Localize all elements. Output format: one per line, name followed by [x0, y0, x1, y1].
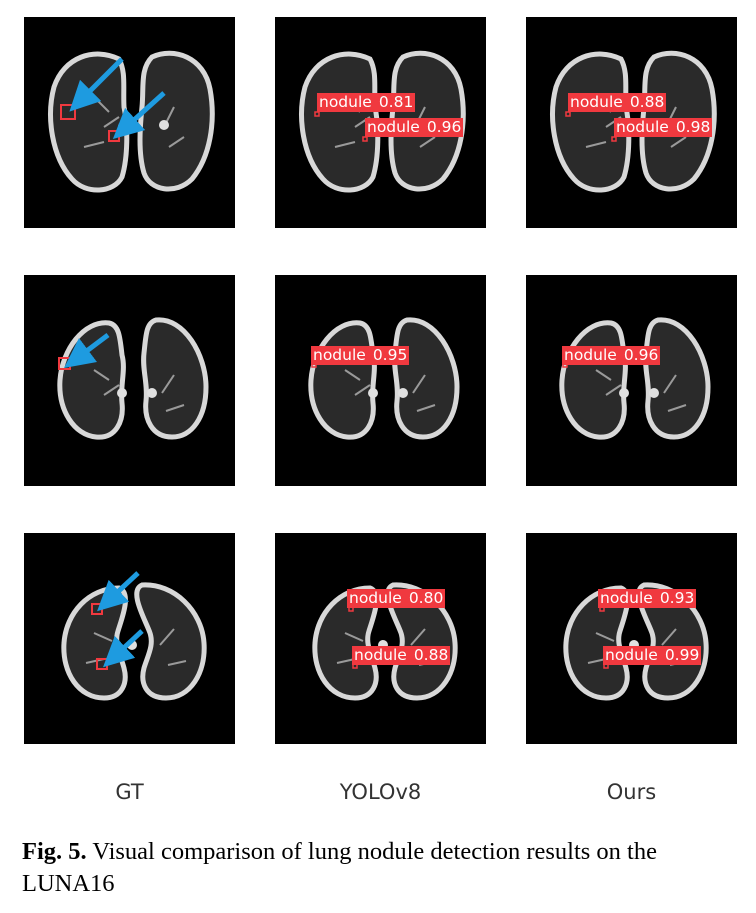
ct-scan-image: [275, 275, 486, 486]
detection-box: [611, 136, 617, 142]
figure-caption: Fig. 5. Visual comparison of lung nodule…: [22, 836, 742, 900]
column-label-gt: GT: [115, 780, 144, 804]
panel-row2-gt: [24, 275, 235, 486]
column-label-yolov8: YOLOv8: [339, 780, 422, 804]
ct-scan-image: [526, 17, 737, 228]
detection-box: [362, 136, 368, 142]
ct-scan-image: [24, 275, 235, 486]
arrow-icon: [69, 57, 124, 112]
detection-box: [314, 111, 320, 117]
column-label-ours: Ours: [606, 780, 657, 804]
arrow-icon: [112, 91, 166, 140]
panel-row3-gt: [24, 533, 235, 744]
arrow-icon: [97, 571, 140, 612]
ct-scan-image: [275, 533, 486, 744]
ct-scan-image: [24, 17, 235, 228]
panel-row1-gt: [24, 17, 235, 228]
ct-scan-image: [526, 533, 737, 744]
caption-text: Visual comparison of lung nodule detecti…: [22, 838, 657, 897]
figure-number: Fig. 5.: [22, 838, 87, 865]
arrow-icon: [103, 629, 144, 668]
ground-truth-box: [60, 104, 76, 120]
ct-scan-image: [526, 275, 737, 486]
detection-box: [565, 111, 571, 117]
ct-scan-image: [24, 571, 235, 744]
ct-scan-image: [275, 17, 486, 228]
arrow-icon: [64, 333, 110, 368]
